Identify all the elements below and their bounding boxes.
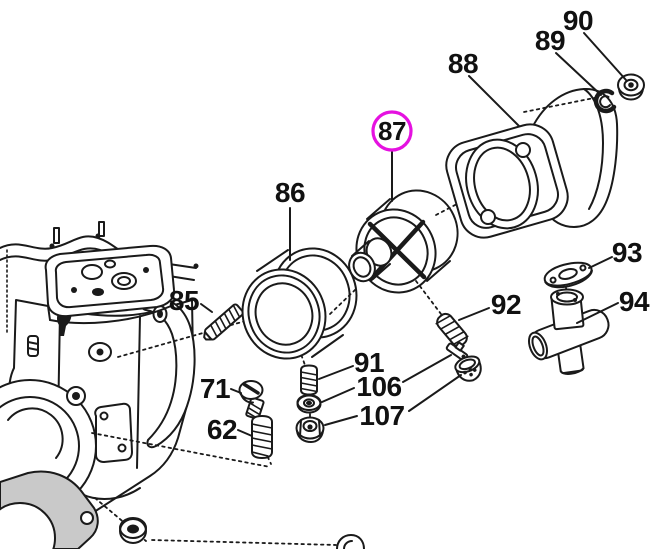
part-label-90[interactable]: 90 [562, 5, 594, 36]
spring-62-drawing [251, 415, 273, 459]
tee-pipe-94-drawing [528, 288, 610, 375]
part-label-87-highlighted[interactable]: 87 [378, 116, 406, 146]
gasket-93-drawing [543, 261, 593, 289]
bottom-edge-part-drawing [336, 534, 365, 549]
intake-horn-88-drawing [445, 87, 619, 239]
stud-85-drawing [203, 303, 244, 341]
nut-107-drawing [295, 416, 325, 443]
part-label-106[interactable]: 106 [356, 371, 402, 402]
grommet-drawing [119, 517, 147, 544]
part-label-86[interactable]: 86 [274, 177, 306, 208]
part-label-85[interactable]: 85 [168, 285, 200, 316]
axis-86-87 [329, 288, 357, 315]
part-label-88[interactable]: 88 [447, 48, 479, 79]
strainer-cup-107-drawing [454, 355, 482, 382]
part-label-71[interactable]: 71 [199, 373, 231, 404]
washer-106-drawing [296, 394, 322, 414]
leader-lines [200, 32, 627, 437]
part-label-89[interactable]: 89 [534, 25, 566, 56]
axis-88-89-90 [523, 96, 600, 113]
screw-71-drawing [238, 380, 265, 420]
highlight-ring-87[interactable] [371, 110, 413, 152]
e-clip-89-drawing [593, 88, 617, 114]
part-label-93[interactable]: 93 [611, 237, 643, 268]
part-label-92[interactable]: 92 [490, 289, 522, 320]
part-label-62[interactable]: 62 [206, 414, 238, 445]
ring-86-drawing [241, 247, 358, 360]
part-label-91[interactable]: 91 [353, 347, 385, 378]
part-label-94[interactable]: 94 [618, 286, 650, 317]
nut-90-drawing [617, 73, 645, 101]
spring-91-drawing [300, 364, 318, 396]
spring-92-drawing [435, 312, 469, 348]
part-87-drawing [348, 189, 459, 294]
gasket-drawing-bottom-left [0, 470, 99, 549]
part-label-107[interactable]: 107 [359, 400, 405, 431]
